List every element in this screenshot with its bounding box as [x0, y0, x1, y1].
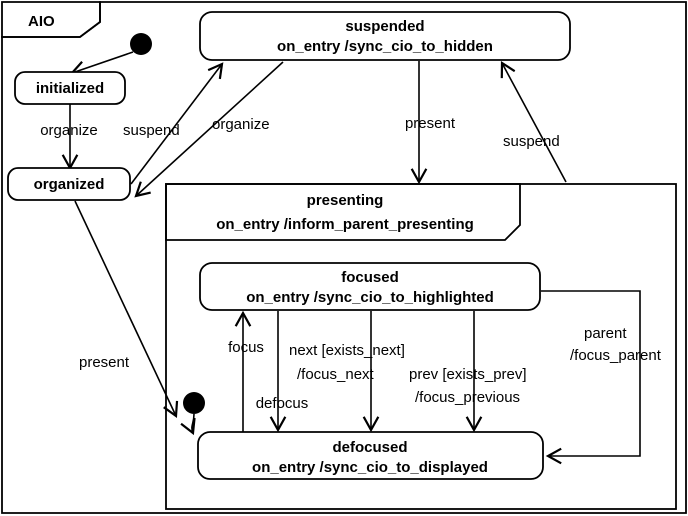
label-present-2: present [79, 354, 130, 371]
arrow-organized-to-presenting [74, 200, 179, 419]
label-next-trigger: next [exists_next] [289, 342, 405, 359]
label-organize-2: organize [212, 116, 270, 133]
state-presenting[interactable]: presenting on_entry /inform_parent_prese… [165, 183, 677, 510]
label-defocus: defocus [256, 395, 309, 412]
transition-prev: prev [exists_prev] /focus_previous [409, 311, 527, 433]
arrow-presenting-to-suspended [500, 61, 567, 183]
state-focused[interactable]: focused on_entry /sync_cio_to_highlighte… [199, 262, 541, 311]
transition-parent: parent /focus_parent [541, 290, 662, 465]
transition-organize-initialized-organized: organize [40, 104, 98, 171]
aio-frame-name-tab [1, 1, 101, 38]
label-suspend-1: suspend [123, 122, 180, 139]
initial-state-presenting [180, 392, 205, 436]
label-organize-1: organize [40, 122, 98, 139]
transition-defocus: defocus [256, 311, 309, 433]
state-focused-entry: on_entry /sync_cio_to_highlighted [246, 289, 494, 306]
state-presenting-entry: on_entry /inform_parent_presenting [216, 216, 474, 233]
label-parent-trigger: parent [584, 325, 627, 342]
state-suspended-entry: on_entry /sync_cio_to_hidden [277, 38, 493, 55]
state-organized[interactable]: organized [7, 167, 131, 201]
state-suspended-box[interactable] [199, 11, 571, 61]
arrow-organized-to-suspended [130, 62, 224, 185]
state-initialized-name: initialized [36, 80, 104, 97]
transition-focus: focus [228, 310, 264, 432]
arrow-suspended-to-organized [134, 61, 284, 198]
state-defocused[interactable]: defocused on_entry /sync_cio_to_displaye… [197, 431, 544, 480]
label-focus: focus [228, 339, 264, 356]
state-initialized[interactable]: initialized [14, 71, 126, 105]
state-defocused-entry: on_entry /sync_cio_to_displayed [252, 459, 488, 476]
state-presenting-name: presenting [307, 192, 384, 209]
initial-state-top [69, 33, 152, 77]
initial-state-dot-presenting [183, 392, 205, 414]
initial-state-dot-top [130, 33, 152, 55]
state-focused-name: focused [341, 269, 399, 286]
arrow-initial-to-defocused [180, 413, 196, 436]
state-organized-box[interactable] [7, 167, 131, 201]
state-focused-box[interactable] [199, 262, 541, 311]
transition-organize-suspended-organized: organize [134, 61, 284, 198]
label-next-action: /focus_next [297, 366, 375, 383]
state-presenting-name-compartment [165, 183, 521, 241]
transition-present-organized-presenting: present [74, 200, 179, 419]
transition-suspend-presenting-suspended: suspend [500, 61, 567, 183]
label-prev-action: /focus_previous [415, 389, 520, 406]
label-parent-action: /focus_parent [570, 347, 662, 364]
state-defocused-name: defocused [332, 439, 407, 456]
transition-present-suspended-presenting: present [405, 61, 456, 185]
transition-suspend-organized-suspended: suspend [123, 62, 224, 185]
aio-frame-label: AIO [28, 13, 55, 30]
state-suspended-name: suspended [345, 18, 424, 35]
transition-next: next [exists_next] /focus_next [289, 311, 405, 433]
label-prev-trigger: prev [exists_prev] [409, 366, 527, 383]
state-suspended[interactable]: suspended on_entry /sync_cio_to_hidden [199, 11, 571, 61]
label-suspend-2: suspend [503, 133, 560, 150]
state-organized-name: organized [34, 176, 105, 193]
arrow-focused-to-defocused-parent [541, 290, 641, 465]
label-present-1: present [405, 115, 456, 132]
arrow-initial-to-initialized [69, 51, 134, 77]
